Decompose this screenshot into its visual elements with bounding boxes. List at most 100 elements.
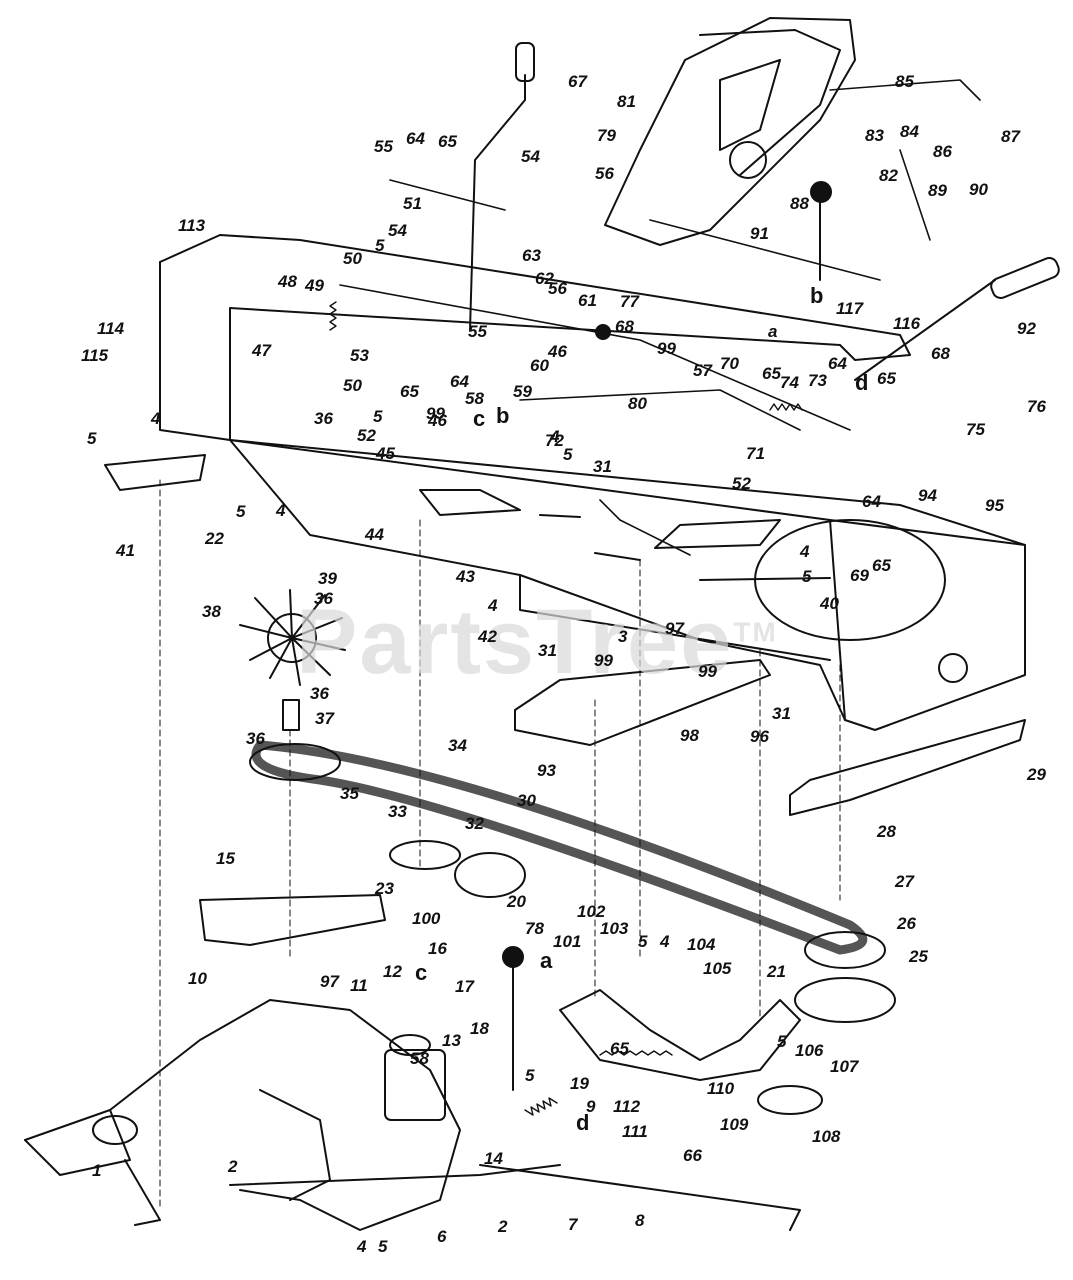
label-27: 27 <box>895 872 914 891</box>
label-16: 16 <box>428 939 447 958</box>
label-54a: 54 <box>388 221 407 240</box>
label-66: 67 <box>568 72 587 91</box>
label-99d: 100 <box>412 909 441 928</box>
letter-c-lower: d <box>576 1110 590 1135</box>
label-64c: 64 <box>828 354 847 373</box>
label-73: 74 <box>780 373 799 392</box>
label-74: 75 <box>966 420 985 439</box>
linkage-rods <box>339 79 981 556</box>
letter-b-lower: c <box>415 960 428 985</box>
label-57: 57 <box>693 361 712 380</box>
label-109: 110 <box>707 1079 735 1098</box>
label-39: 39 <box>318 569 337 588</box>
label-78: 79 <box>597 126 616 145</box>
label-36b: 36 <box>314 589 333 608</box>
label-65c: 65 <box>762 364 781 383</box>
label-113: 114 <box>97 319 125 338</box>
label-56b: 56 <box>548 279 567 298</box>
label-71: 72 <box>545 431 564 450</box>
label-91: 92 <box>1017 319 1036 338</box>
label-64d: 64 <box>862 492 881 511</box>
label-68a: 68 <box>931 344 950 363</box>
label-62: 62 <box>535 269 554 288</box>
label-110: 111 <box>622 1122 648 1141</box>
label-65f: 65 <box>610 1039 629 1058</box>
label-61: 61 <box>578 291 597 310</box>
levers <box>469 42 1060 1091</box>
label-105: 106 <box>795 1041 824 1060</box>
label-18: 18 <box>470 1019 489 1038</box>
label-31c: 31 <box>772 704 791 723</box>
label-99c: 99 <box>594 651 613 670</box>
label-94: 95 <box>985 496 1004 515</box>
label-4e: 4 <box>800 542 810 561</box>
label-46a: 46 <box>428 411 447 430</box>
label-12: 12 <box>383 962 402 981</box>
label-65g: 66 <box>683 1146 702 1165</box>
label-3: 3 <box>618 627 628 646</box>
label-22: 22 <box>205 529 224 548</box>
label-5i: 5 <box>378 1237 388 1256</box>
label-99b: 99 <box>657 339 676 358</box>
label-33: 33 <box>388 802 407 821</box>
label-97b: 98 <box>680 726 699 745</box>
label-5j: 5 <box>777 1032 787 1051</box>
label-100: 101 <box>553 932 582 951</box>
label-4f: 4 <box>660 932 670 951</box>
label-63: 63 <box>522 246 541 265</box>
label-82: 83 <box>865 126 884 145</box>
label-15: 15 <box>216 849 235 868</box>
label-5f: 5 <box>802 567 812 586</box>
label-69: 70 <box>720 354 739 373</box>
transaxle <box>24 999 461 1231</box>
label-59: 59 <box>513 382 532 401</box>
label-76: 77 <box>620 292 639 311</box>
label-111: 112 <box>613 1097 641 1116</box>
label-14: 14 <box>484 1149 503 1168</box>
label-4g: 4 <box>357 1237 367 1256</box>
label-112: 113 <box>178 216 206 235</box>
label-36d: 36 <box>246 729 265 748</box>
label-43: 43 <box>456 567 475 586</box>
partstree-watermark: PartsTreeTM <box>296 591 778 693</box>
label-55b: 55 <box>468 322 487 341</box>
cooling-fan <box>239 589 346 686</box>
label-55a: 55 <box>374 137 393 156</box>
label-37: 37 <box>315 709 334 728</box>
label-4b: 4 <box>276 501 286 520</box>
label-54b: 54 <box>521 147 540 166</box>
label-13: 13 <box>442 1031 461 1050</box>
label-68b: 69 <box>850 566 869 585</box>
label-117: a <box>768 322 778 341</box>
label-1: 1 <box>92 1161 102 1180</box>
label-115: 116 <box>893 314 921 333</box>
label-4a: 4 <box>151 409 161 428</box>
label-17: 17 <box>455 977 474 996</box>
letter-b-upper: b <box>496 403 510 428</box>
label-64a: 64 <box>406 129 425 148</box>
label-42: 42 <box>478 627 497 646</box>
label-98: 99 <box>698 662 717 681</box>
label-36a: 36 <box>314 409 333 428</box>
label-116: 117 <box>836 299 864 318</box>
label-51: 51 <box>403 194 422 213</box>
label-19: 19 <box>570 1074 589 1093</box>
label-114: 115 <box>81 346 109 365</box>
drive-belt <box>249 699 896 1115</box>
label-7: 7 <box>568 1215 578 1234</box>
label-107: 108 <box>812 1127 841 1146</box>
label-5c: 5 <box>375 236 385 255</box>
label-83: 84 <box>900 122 919 141</box>
label-89: 90 <box>969 180 988 199</box>
label-5d: 5 <box>373 407 383 426</box>
label-52a: 52 <box>357 426 376 445</box>
label-60: 60 <box>530 356 549 375</box>
label-2a: 2 <box>228 1157 238 1176</box>
label-72: 73 <box>808 371 827 390</box>
chassis-frame <box>159 234 1026 731</box>
label-77: 78 <box>525 919 544 938</box>
label-35: 35 <box>340 784 359 803</box>
label-20: 20 <box>507 892 526 911</box>
label-108: 109 <box>720 1115 749 1134</box>
label-75: 76 <box>1027 397 1046 416</box>
